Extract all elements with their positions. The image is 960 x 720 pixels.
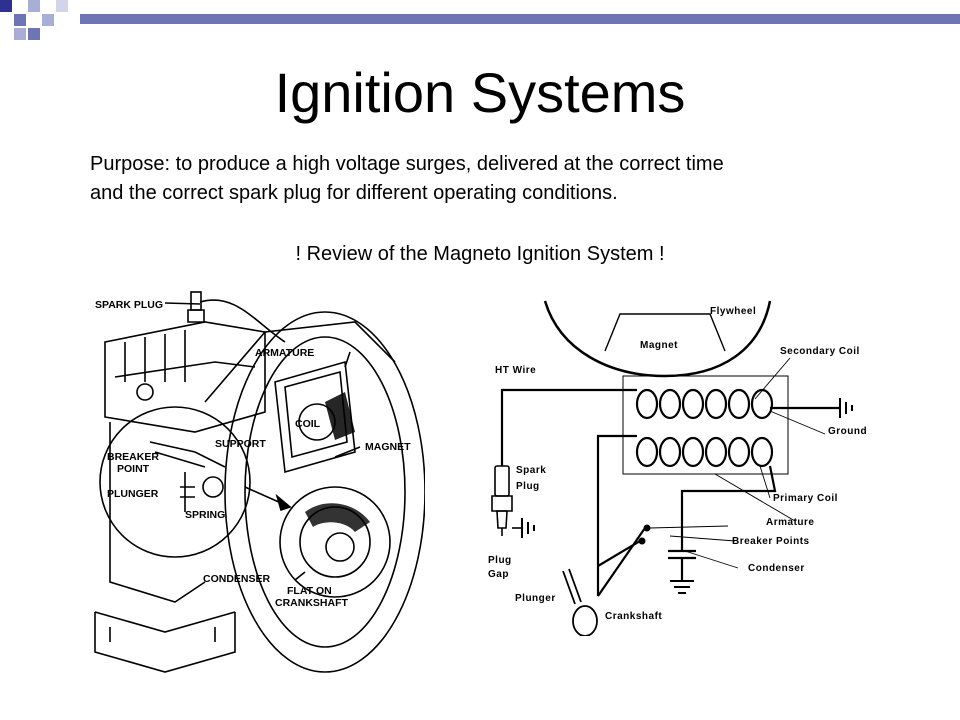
purpose-line-2: and the correct spark plug for different… <box>90 182 618 204</box>
schematic-label-primary-coil: Primary Coil <box>773 493 838 504</box>
schematic-label-flywheel: Flywheel <box>710 306 756 317</box>
engine-label-support: SUPPORT <box>215 438 266 450</box>
schematic-label-ground: Ground <box>828 426 867 437</box>
engine-label-flat-on: FLAT ON <box>287 585 332 597</box>
schematic-label-plug-gap-1: Plug <box>488 555 512 566</box>
engine-label-spark-plug: SPARK PLUG <box>95 299 163 311</box>
schematic-label-crankshaft: Crankshaft <box>605 611 662 622</box>
purpose-text: Purpose: to produce a high voltage surge… <box>90 150 890 208</box>
engine-label-breaker: BREAKER <box>107 451 159 463</box>
engine-label-coil: COIL <box>295 418 321 430</box>
review-heading: ! Review of the Magneto Ignition System … <box>295 243 665 265</box>
engine-label-armature: ARMATURE <box>255 347 314 359</box>
slide-title: Ignition Systems <box>274 61 686 124</box>
magneto-schematic-figure: Flywheel Magnet Secondary Coil HT Wire G… <box>488 300 867 636</box>
decorative-squares <box>0 0 68 40</box>
header-bar <box>80 14 960 24</box>
engine-label-crankshaft: CRANKSHAFT <box>275 597 348 609</box>
schematic-label-plunger: Plunger <box>515 593 556 604</box>
schematic-label-secondary-coil: Secondary Coil <box>780 346 860 357</box>
engine-cutaway-figure: SPARK PLUG ARMATURE COIL MAGNET SUPPORT … <box>94 291 425 673</box>
engine-label-magnet: MAGNET <box>365 441 411 453</box>
purpose-line-1: Purpose: to produce a high voltage surge… <box>90 153 724 175</box>
engine-label-condenser: CONDENSER <box>203 573 271 585</box>
schematic-label-breaker-points: Breaker Points <box>732 536 810 547</box>
schematic-label-ht-wire: HT Wire <box>495 365 536 376</box>
engine-label-spring: SPRING <box>185 509 225 521</box>
schematic-label-armature: Armature <box>766 517 814 528</box>
engine-label-point: POINT <box>117 463 150 475</box>
schematic-label-condenser: Condenser <box>748 563 805 574</box>
schematic-label-plug: Plug <box>516 481 540 492</box>
schematic-label-spark: Spark <box>516 465 546 476</box>
schematic-label-plug-gap-2: Gap <box>488 569 509 580</box>
engine-label-plunger: PLUNGER <box>107 488 159 500</box>
schematic-label-magnet: Magnet <box>640 340 678 351</box>
